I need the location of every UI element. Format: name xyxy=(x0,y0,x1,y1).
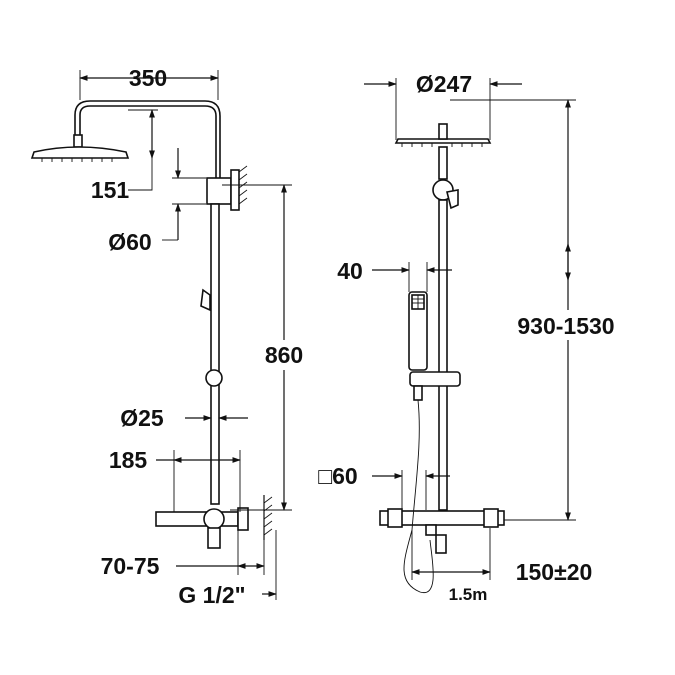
dim-centre-distance: 150±20 xyxy=(516,559,593,585)
mixer-left-handle xyxy=(387,508,403,528)
head-connector xyxy=(73,134,83,148)
dim-head-drop: 151 xyxy=(91,177,130,203)
left-view-shower-column: 350 151 Ø60 860 Ø25 185 70-75 xyxy=(30,65,314,608)
dim-head-diameter: Ø247 xyxy=(416,71,472,97)
wall-hatch-bottom xyxy=(263,496,273,536)
right-view-shower-column: Ø247 930-1530 40 □60 150±20 1.5m xyxy=(318,71,638,604)
dim-pipe-diameter: Ø25 xyxy=(120,405,164,431)
dim-top-width: 350 xyxy=(129,65,167,91)
bracket-lever xyxy=(446,189,459,210)
wall-bracket xyxy=(206,177,232,205)
slider-knob xyxy=(205,369,223,387)
spout xyxy=(207,527,221,549)
tub-spout xyxy=(435,534,447,554)
dim-valve-size: □60 xyxy=(318,463,357,489)
handshower-holder xyxy=(200,288,211,312)
shower-head-front xyxy=(394,138,492,144)
dim-thread: G 1/2" xyxy=(178,582,245,608)
head-joint xyxy=(438,123,448,140)
mixer-outlet xyxy=(425,524,437,536)
wall-hatch-top xyxy=(238,165,248,205)
hand-shower xyxy=(408,291,428,371)
dim-handshower-width: 40 xyxy=(337,258,363,284)
dim-bracket-diameter: Ø60 xyxy=(108,229,151,255)
hose xyxy=(403,399,434,593)
slider-pin xyxy=(413,385,423,401)
dim-wall-distance: 70-75 xyxy=(101,553,160,579)
dim-adjustable-height: 930-1530 xyxy=(517,313,614,339)
shower-head-front-nozzles xyxy=(401,143,483,147)
wall-plate xyxy=(230,169,240,211)
hand-shower-grid xyxy=(412,295,424,309)
slider xyxy=(409,371,461,387)
shower-head-profile xyxy=(30,146,130,159)
dim-hose-length: 1.5m xyxy=(449,585,488,604)
shower-head-nozzles xyxy=(41,158,113,162)
overhead-arm xyxy=(74,100,221,183)
mixer-body xyxy=(155,511,239,527)
vertical-rail-front xyxy=(438,199,448,511)
mixer-right-handle xyxy=(483,508,499,528)
dim-valve-offset: 185 xyxy=(109,447,148,473)
vertical-rail xyxy=(210,203,220,505)
dim-rail-height: 860 xyxy=(265,342,303,368)
upper-pipe xyxy=(438,146,448,180)
mixer-connector xyxy=(237,507,249,531)
mixer-front xyxy=(379,510,505,526)
mixer-valve-knob xyxy=(203,508,225,530)
